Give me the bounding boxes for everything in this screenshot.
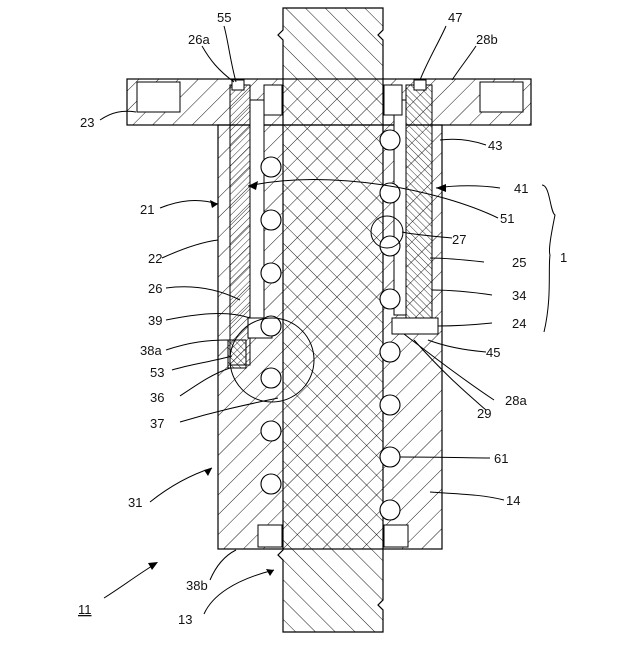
label-55: 55 — [217, 10, 231, 25]
label-26: 26 — [148, 281, 162, 296]
label-31: 31 — [128, 495, 142, 510]
label-47: 47 — [448, 10, 462, 25]
label-1: 1 — [560, 250, 567, 265]
label-14: 14 — [506, 493, 520, 508]
ball — [261, 210, 281, 230]
label-41: 41 — [514, 181, 528, 196]
label-38a: 38a — [140, 343, 162, 358]
ball — [261, 368, 281, 388]
label-53: 53 — [150, 365, 164, 380]
ball — [261, 157, 281, 177]
ball — [380, 130, 400, 150]
label-38b: 38b — [186, 578, 208, 593]
label-39: 39 — [148, 313, 162, 328]
arrow-icon — [204, 468, 212, 476]
label-28a: 28a — [505, 393, 527, 408]
label-23: 23 — [80, 115, 94, 130]
label-11: 11 — [78, 602, 92, 617]
label-61: 61 — [494, 451, 508, 466]
label-26a: 26a — [188, 32, 210, 47]
ball — [380, 236, 400, 256]
ball — [380, 289, 400, 309]
arrow-icon — [210, 200, 218, 208]
ball — [261, 263, 281, 283]
label-45: 45 — [486, 345, 500, 360]
label-43: 43 — [488, 138, 502, 153]
ball — [261, 474, 281, 494]
label-29: 29 — [477, 406, 491, 421]
label-27: 27 — [452, 232, 466, 247]
label-28b: 28b — [476, 32, 498, 47]
ball — [380, 500, 400, 520]
arrow-icon — [266, 569, 274, 576]
label-24: 24 — [512, 316, 526, 331]
label-36: 36 — [150, 390, 164, 405]
ball — [380, 447, 400, 467]
ball — [380, 395, 400, 415]
label-13: 13 — [178, 612, 192, 627]
label-25: 25 — [512, 255, 526, 270]
label-37: 37 — [150, 416, 164, 431]
label-22: 22 — [148, 251, 162, 266]
label-34: 34 — [512, 288, 526, 303]
label-51: 51 — [500, 211, 514, 226]
ball — [380, 342, 400, 362]
arrow-icon — [148, 562, 158, 570]
label-21: 21 — [140, 202, 154, 217]
ball — [261, 421, 281, 441]
